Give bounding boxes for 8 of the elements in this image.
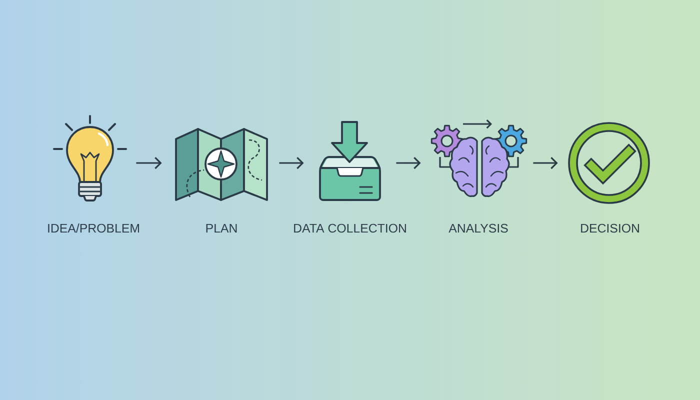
step-label: IDEA/PROBLEM: [48, 224, 139, 233]
step-label: PLAN: [206, 224, 237, 232]
arrow: [396, 156, 421, 170]
step-label: DECISION: [581, 224, 639, 233]
step-label: ANALYSIS: [448, 224, 508, 233]
arrow: [279, 156, 304, 170]
step-label: DATA COLLECTION: [294, 224, 406, 233]
arrow: [533, 156, 558, 170]
